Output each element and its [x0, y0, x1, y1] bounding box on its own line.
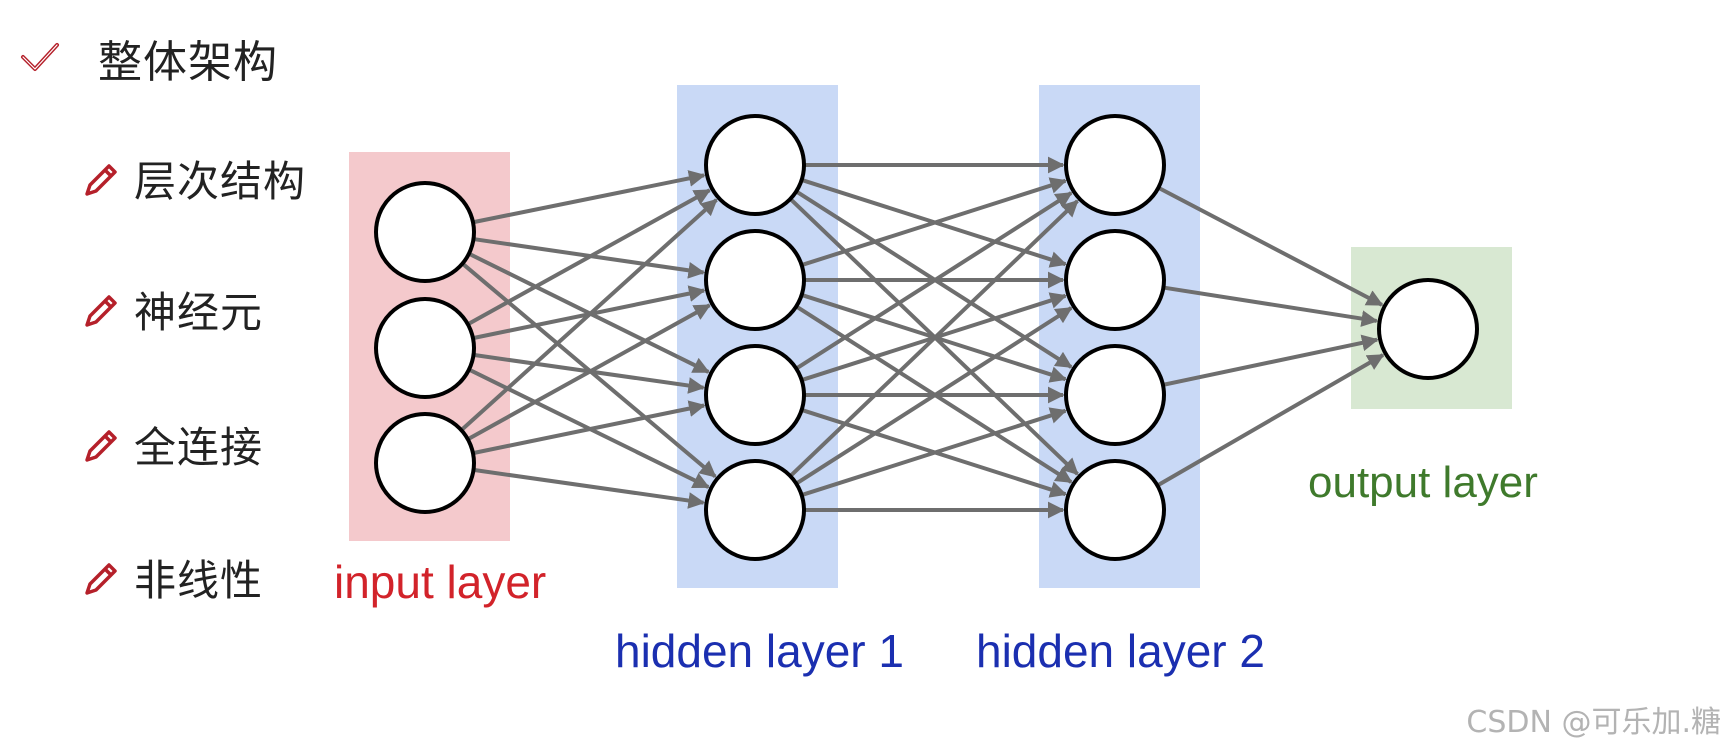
neuron-node: [704, 344, 806, 446]
checkmark-icon: [20, 41, 60, 75]
neuron-node: [704, 114, 806, 216]
outline-item: 层次结构: [82, 150, 306, 206]
neuron-node: [1377, 278, 1479, 380]
neuron-node: [374, 297, 476, 399]
connection-edge: [466, 188, 711, 326]
neuron-node: [374, 412, 476, 514]
outline-item-label: 层次结构: [134, 156, 307, 206]
connection-edge: [473, 467, 706, 509]
outline-heading: 整体架构: [20, 28, 278, 88]
outline-item: 非线性: [82, 549, 263, 605]
connection-edge: [472, 400, 706, 456]
connection-edge: [795, 191, 1073, 371]
connection-edge: [460, 198, 718, 432]
connection-edge: [801, 407, 1068, 497]
neuron-node: [1064, 344, 1166, 446]
outline-item-label: 非线性: [134, 555, 264, 605]
layer-label: input layer: [334, 556, 546, 608]
connection-edge: [1163, 285, 1379, 327]
connection-edge: [795, 306, 1073, 486]
connection-edge: [788, 199, 1079, 478]
connection-edge: [1157, 185, 1384, 307]
watermark: CSDN @可乐加.糖: [1466, 705, 1721, 740]
neuron-node: [1064, 114, 1166, 216]
outline-heading-text: 整体架构: [98, 37, 278, 88]
layer-label: hidden layer 2: [976, 625, 1265, 677]
neuron-node: [374, 181, 476, 283]
neuron-node: [704, 459, 806, 561]
connection-edge: [1162, 334, 1379, 387]
outline-item: 神经元: [82, 281, 263, 337]
outline-item: 全连接: [82, 416, 263, 472]
outline-item-label: 全连接: [134, 422, 264, 472]
connection-edge: [472, 170, 706, 225]
layer-label: hidden layer 1: [615, 625, 904, 677]
connection-edge: [1156, 353, 1385, 488]
pencil-icon: [82, 289, 122, 329]
neuron-node: [1064, 229, 1166, 331]
pencil-icon: [82, 424, 122, 464]
outline-item-label: 神经元: [134, 287, 264, 337]
layer-label: output layer: [1308, 458, 1538, 507]
connection-edge: [466, 303, 711, 441]
pencil-icon: [82, 158, 122, 198]
pencil-icon: [82, 557, 122, 597]
connection-edge: [801, 177, 1068, 267]
neuron-node: [1064, 459, 1166, 561]
neuron-node: [704, 229, 806, 331]
